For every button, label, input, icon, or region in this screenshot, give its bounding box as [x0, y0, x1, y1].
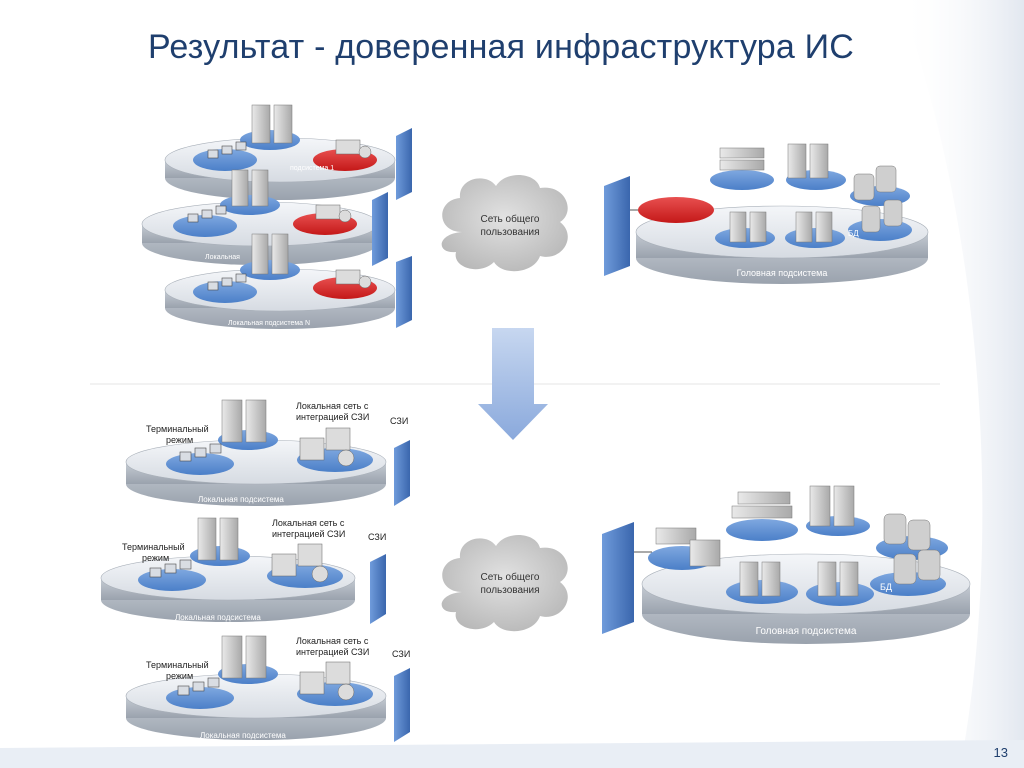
terminal-mode-1: Терминальный [122, 542, 185, 552]
lan-szi-1: Локальная сеть с [272, 518, 345, 528]
firewall-icon [602, 522, 634, 634]
terminal-mode-1: Терминальный [146, 424, 209, 434]
label-subsystem-1: подсистема 1 [290, 165, 334, 172]
firewall-icon [394, 668, 410, 742]
lan-szi-2: интеграцией СЗИ [296, 647, 369, 657]
database-icon [853, 165, 903, 233]
slide-title: Результат - доверенная инфраструктура ИС [148, 28, 855, 66]
szi-label: СЗИ [368, 532, 386, 542]
workstation-icon [149, 443, 222, 696]
transition-arrow [478, 328, 548, 440]
db-label: БД [848, 229, 859, 238]
firewall-icon [604, 176, 630, 276]
szi-label: СЗИ [390, 416, 408, 426]
label-subsystem-n: Локальная подсистема N [228, 320, 310, 327]
decor-bottom-band [0, 740, 1024, 768]
terminal-mode-2: режим [142, 553, 169, 563]
head-subsystem-bottom: БД Головная подсистема [602, 485, 971, 644]
local-subsystem-label: Локальная подсистема [175, 613, 261, 622]
cloud-label-line2: пользования [480, 585, 539, 596]
cloud-label-line2: пользования [480, 227, 539, 238]
after-local-3: Терминальный режим Локальная сеть с инте… [125, 636, 410, 742]
terminal-mode-1: Терминальный [146, 660, 209, 670]
server-icon [197, 399, 267, 679]
lan-szi-2: интеграцией СЗИ [272, 529, 345, 539]
decor-swoosh [900, 0, 1024, 768]
after-local-2: Терминальный режим Локальная сеть с инте… [100, 518, 386, 624]
cloud-label-line1: Сеть общего [481, 213, 540, 225]
lan-szi-1: Локальная сеть с [296, 401, 369, 411]
after-local-1: Терминальный режим Локальная сеть с инте… [125, 401, 410, 506]
local-subsystem-label: Локальная подсистема [198, 495, 284, 504]
terminal-mode-2: режим [166, 671, 193, 681]
local-subsystem-label: Локальная подсистема [200, 731, 286, 740]
szi-label: СЗИ [392, 649, 410, 659]
db-label: БД [880, 582, 892, 592]
network-device-icon [315, 139, 372, 289]
firewall-icon [370, 554, 386, 624]
before-local-stack: подсистема 1 Локальная Локальная п [141, 104, 412, 329]
server-icon [655, 485, 859, 597]
head-subsystem-label: Головная подсистема [756, 626, 857, 637]
cloud-public-network-top: Сеть общего пользования [441, 174, 568, 272]
workstation-icon [187, 141, 247, 291]
server-icon [719, 143, 833, 243]
lan-szi-1: Локальная сеть с [296, 636, 369, 646]
firewall-icon [372, 128, 412, 328]
head-subsystem-top: БД Головная подсистема [604, 143, 929, 284]
label-subsystem-2: Локальная [205, 254, 240, 261]
firewall-icon [394, 440, 410, 506]
head-subsystem-label: Головная подсистема [737, 268, 828, 278]
lan-szi-2: интеграцией СЗИ [296, 412, 369, 422]
cloud-label-line1: Сеть общего [481, 571, 540, 583]
cloud-public-network-bottom: Сеть общего пользования [441, 534, 568, 632]
database-icon [883, 513, 941, 585]
page-number: 13 [993, 745, 1008, 760]
terminal-mode-2: режим [166, 435, 193, 445]
server-icon [231, 104, 293, 275]
network-device-icon [271, 427, 355, 701]
